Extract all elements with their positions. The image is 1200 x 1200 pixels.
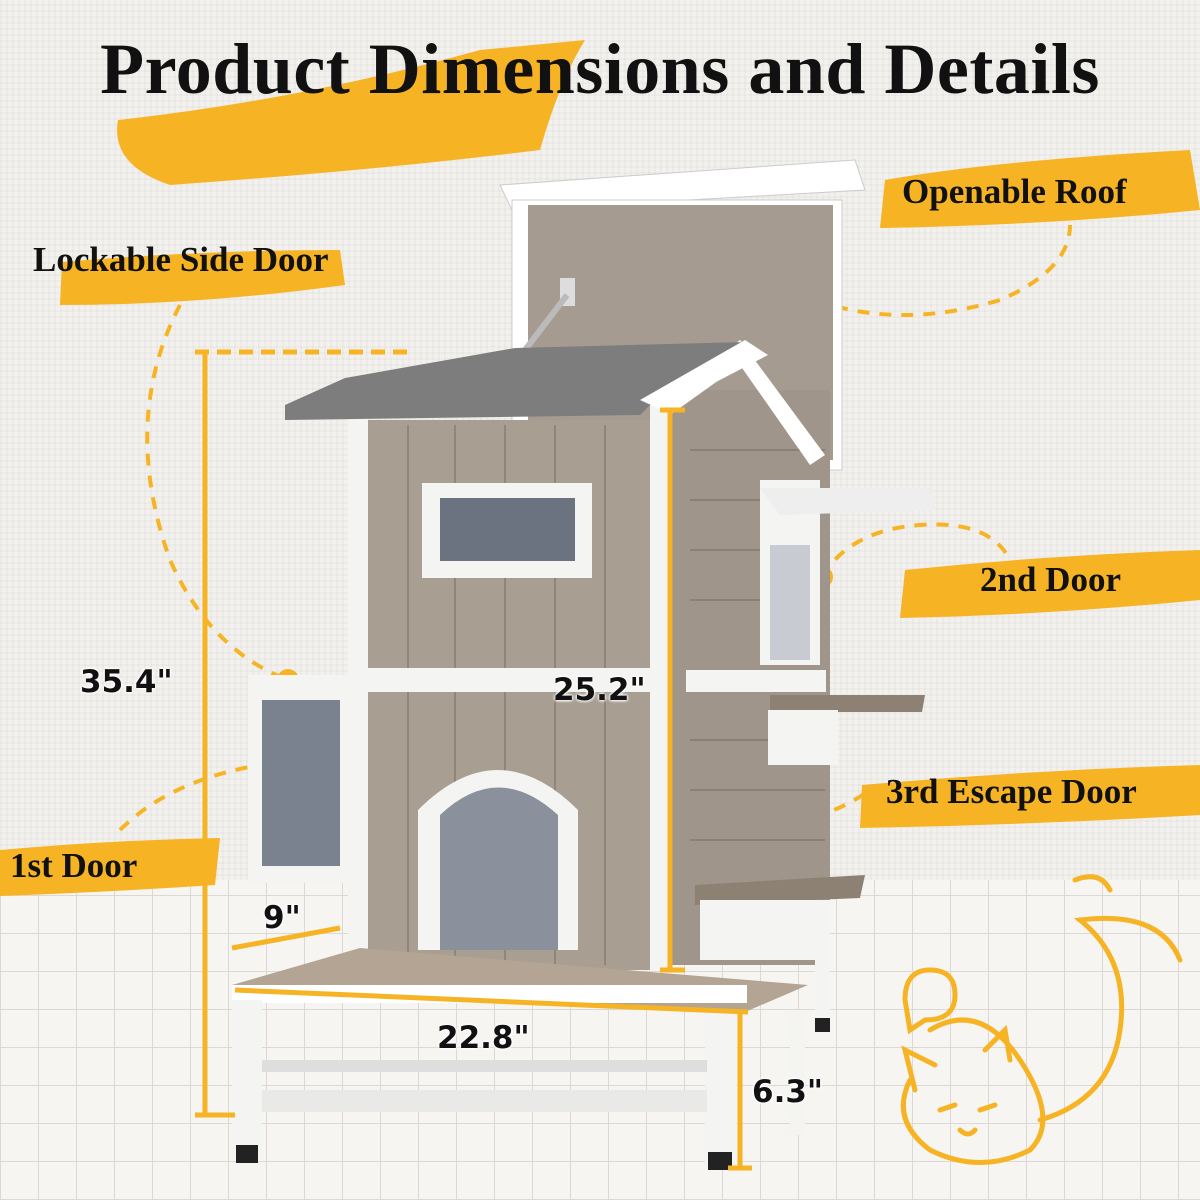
dimension-total-height: 35.4" <box>80 664 173 700</box>
side-door-brush <box>60 250 345 305</box>
first-door-brush <box>0 838 220 896</box>
title-brush <box>117 40 585 185</box>
dimension-base-height: 6.3" <box>752 1074 824 1110</box>
dimension-step-depth: 9" <box>263 900 301 936</box>
feature-label-lockable-side-door: Lockable Side Door <box>33 240 329 279</box>
second-door-brush <box>900 550 1200 618</box>
dimension-lines <box>195 349 752 1171</box>
feature-label-second-door: 2nd Door <box>980 560 1121 599</box>
base-bench <box>232 948 808 1170</box>
page-title: Product Dimensions and Details <box>100 29 1100 109</box>
brush-strokes <box>0 40 1200 896</box>
dimension-base-width: 22.8" <box>437 1020 530 1056</box>
feature-label-openable-roof: Openable Roof <box>902 172 1127 211</box>
dimension-house-height: 25.2" <box>553 672 646 708</box>
house-front <box>248 340 768 970</box>
roof-brush <box>880 150 1200 228</box>
cat-doodle-icon <box>900 874 1183 1165</box>
feature-label-first-door: 1st Door <box>10 846 138 885</box>
third-door-brush <box>860 765 1200 828</box>
house-side <box>660 340 935 1032</box>
feature-label-third-escape-door: 3rd Escape Door <box>886 772 1137 811</box>
